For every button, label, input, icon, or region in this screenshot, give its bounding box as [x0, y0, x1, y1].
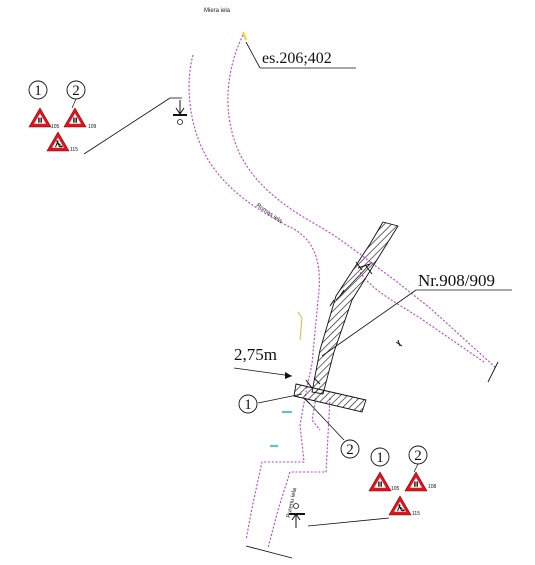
- narrowing-sign-icon: [368, 471, 392, 492]
- left-sign-code-2: 109: [88, 124, 97, 130]
- right-group-number-2: 2: [414, 448, 422, 464]
- street-label-miera: Miera iela: [204, 8, 231, 14]
- work-zone-diagonal: [311, 221, 399, 395]
- yellow-curb-segment: [297, 311, 303, 341]
- sign-post-left: [173, 100, 187, 125]
- width-label: 2,75m: [234, 345, 277, 364]
- left-group-number-2: 2: [72, 83, 80, 99]
- road-edge-link: [311, 397, 321, 431]
- plan-number-callout: Nr.908/909: [321, 271, 512, 357]
- left-sign-code-3: 115: [70, 147, 78, 153]
- road-edge-east-lower: [359, 271, 485, 363]
- marker-2-callout: 2: [309, 403, 360, 459]
- road-works-sign-icon: [388, 495, 412, 516]
- right-sign-code-1: 105: [391, 486, 400, 492]
- right-sign-code-2: 108: [428, 484, 437, 490]
- yellow-marker-top: [242, 31, 247, 41]
- marker-2-label: 2: [346, 442, 354, 458]
- sign-group-left: 1 2 105 109 115: [28, 80, 182, 155]
- width-dimension: 2,75m: [233, 345, 293, 379]
- street-end-marks: [245, 361, 499, 559]
- marker-1-callout: 1: [238, 393, 303, 414]
- road-edge-west: [188, 54, 320, 541]
- left-sign-code-1: 105: [51, 124, 60, 130]
- narrowing-sign-icon: [28, 107, 52, 128]
- road-edge-south-east: [267, 397, 331, 549]
- narrowing-sign-icon: [404, 471, 428, 492]
- existing-ref-callout: es.206;402: [245, 41, 356, 69]
- construction-detail-marks: [303, 261, 403, 405]
- marker-1-label: 1: [244, 397, 252, 413]
- sign-group-right: 1 2 105 108 115: [307, 445, 437, 527]
- existing-ref-label: es.206;402: [262, 50, 332, 67]
- sign-post-right: [289, 503, 305, 528]
- left-group-number-1: 1: [34, 83, 42, 99]
- street-label-romas: Romas iela: [255, 203, 284, 226]
- plan-number-label: Nr.908/909: [418, 271, 495, 290]
- road-works-sign-icon: [46, 131, 70, 152]
- narrowing-sign-icon: [63, 107, 87, 128]
- work-zone-crossing: [293, 383, 367, 413]
- right-sign-code-3: 115: [412, 511, 420, 517]
- right-group-number-1: 1: [376, 450, 384, 466]
- road-edge-east: [227, 34, 497, 369]
